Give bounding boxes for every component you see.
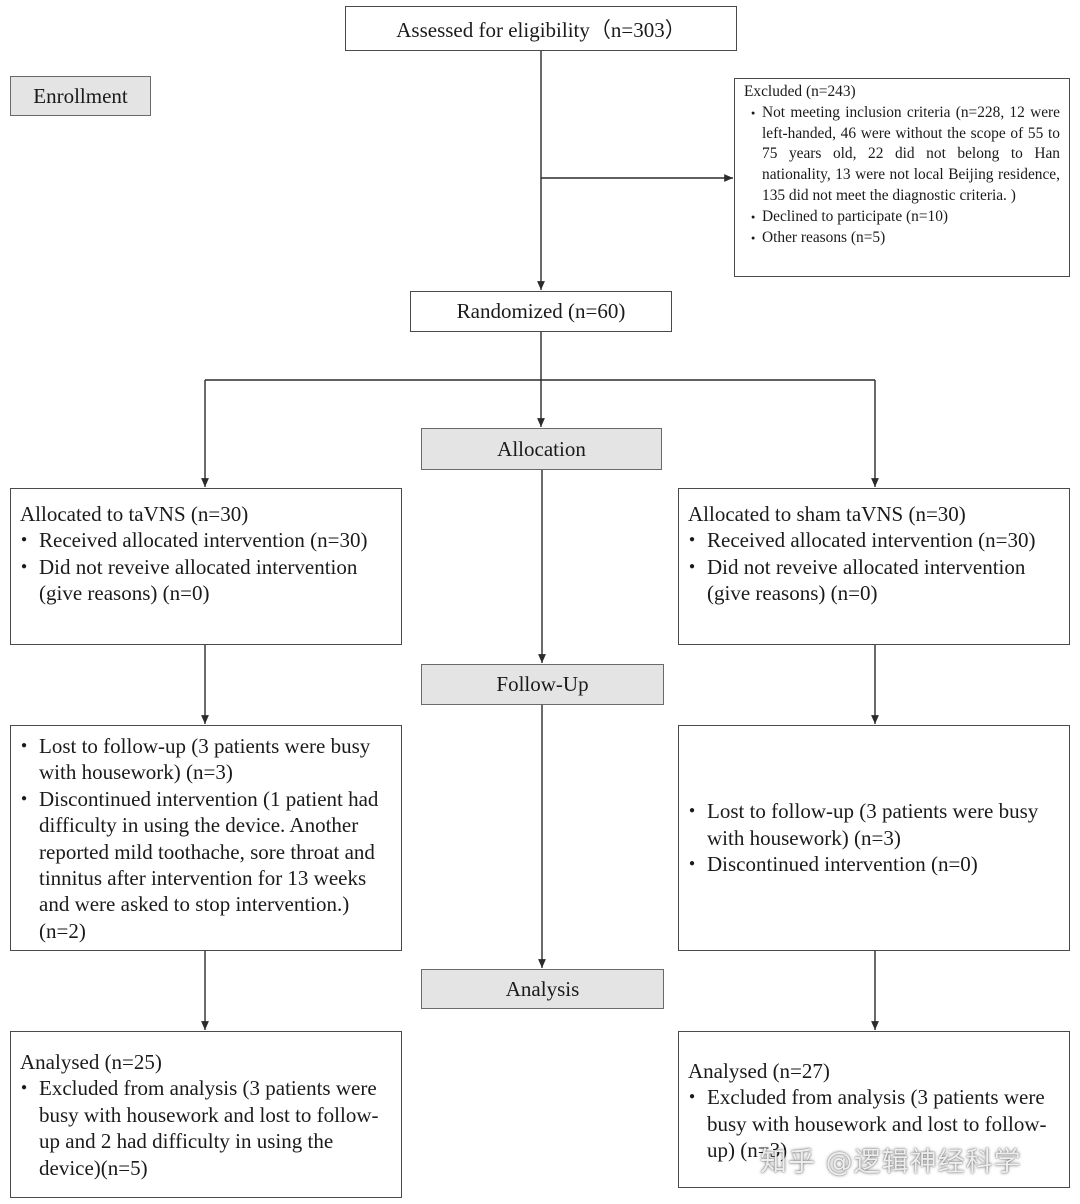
right-followup-box: Lost to follow-up (3 patients were busy …: [678, 725, 1070, 951]
right-analysed-title: Analysed (n=27): [688, 1059, 830, 1083]
right-followup-item: Discontinued intervention (n=0): [688, 851, 1059, 878]
assessed-box: Assessed for eligibility（n=303）: [345, 6, 737, 51]
left-followup-box: Lost to follow-up (3 patients were busy …: [10, 725, 402, 951]
left-analysed-box: Analysed (n=25) Excluded from analysis (…: [10, 1031, 402, 1198]
right-allocation-item: Received allocated intervention (n=30): [688, 527, 1059, 554]
followup-stage: Follow-Up: [421, 664, 664, 705]
assessed-label: Assessed for eligibility（n=303）: [396, 17, 686, 42]
right-allocation-item: Did not reveive allocated intervention (…: [688, 554, 1059, 607]
analysis-label: Analysis: [505, 976, 580, 1001]
left-followup-item: Lost to follow-up (3 patients were busy …: [20, 733, 391, 786]
left-allocation-item: Received allocated intervention (n=30): [20, 527, 391, 554]
excluded-box: Excluded (n=243) Not meeting inclusion c…: [734, 78, 1070, 277]
left-allocation-box: Allocated to taVNS (n=30) Received alloc…: [10, 488, 402, 645]
right-followup-item: Lost to follow-up (3 patients were busy …: [688, 798, 1059, 851]
excluded-item: Not meeting inclusion criteria (n=228, 1…: [744, 103, 1060, 207]
randomized-label: Randomized (n=60): [456, 299, 626, 323]
left-allocation-title: Allocated to taVNS (n=30): [20, 502, 249, 526]
left-analysed-item: Excluded from analysis (3 patients were …: [20, 1075, 391, 1181]
enrollment-stage: Enrollment: [10, 76, 151, 116]
allocation-stage: Allocation: [421, 428, 662, 470]
enrollment-label: Enrollment: [33, 83, 128, 108]
right-analysed-box: Analysed (n=27) Excluded from analysis (…: [678, 1031, 1070, 1188]
right-analysed-item: Excluded from analysis (3 patients were …: [688, 1084, 1059, 1163]
allocation-label: Allocation: [497, 436, 586, 461]
watermark: 知乎 @逻辑神经科学: [760, 1147, 1022, 1178]
excluded-title: Excluded (n=243): [744, 83, 856, 100]
left-analysed-title: Analysed (n=25): [20, 1050, 162, 1074]
analysis-stage: Analysis: [421, 969, 664, 1009]
followup-label: Follow-Up: [496, 672, 589, 696]
right-allocation-box: Allocated to sham taVNS (n=30) Received …: [678, 488, 1070, 645]
right-allocation-title: Allocated to sham taVNS (n=30): [688, 502, 966, 526]
excluded-item: Other reasons (n=5): [744, 228, 1060, 249]
left-allocation-item: Did not reveive allocated intervention (…: [20, 554, 391, 607]
left-followup-item: Discontinued intervention (1 patient had…: [20, 786, 391, 944]
randomized-box: Randomized (n=60): [410, 291, 672, 332]
excluded-item: Declined to participate (n=10): [744, 207, 1060, 228]
